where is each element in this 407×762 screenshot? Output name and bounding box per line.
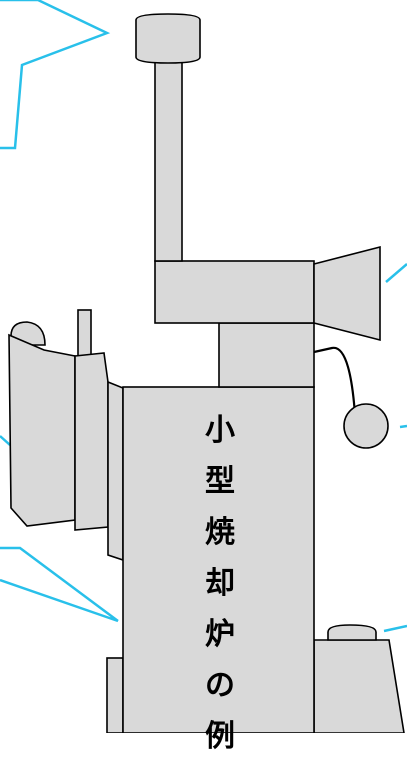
left-lower-callout bbox=[0, 546, 119, 623]
title-char: 炉 bbox=[205, 617, 235, 652]
diagram-title: 小 型 焼 却 炉 の 例 bbox=[198, 405, 242, 762]
round-gauge bbox=[343, 403, 389, 449]
diagram-canvas bbox=[0, 0, 407, 734]
left-middle-callout bbox=[0, 435, 11, 446]
chimney-cap bbox=[135, 13, 201, 64]
top-left-callout bbox=[0, 0, 111, 150]
title-char: 例 bbox=[205, 719, 235, 754]
right-lower-callout bbox=[383, 624, 407, 633]
left-foot bbox=[106, 657, 124, 734]
upper-block bbox=[154, 260, 315, 324]
right-upper-callout bbox=[385, 263, 407, 283]
base-cap bbox=[327, 624, 377, 641]
side-door bbox=[8, 333, 76, 527]
neck-block bbox=[218, 322, 315, 388]
callouts bbox=[0, 0, 407, 633]
door-hinge bbox=[74, 352, 109, 531]
base-unit bbox=[313, 639, 405, 734]
title-char: 小 bbox=[205, 413, 235, 448]
title-char: 焼 bbox=[205, 515, 235, 550]
exhaust-hood bbox=[313, 245, 381, 342]
title-char: の bbox=[205, 668, 235, 703]
chimney-pipe bbox=[154, 60, 183, 262]
title-char: 型 bbox=[205, 464, 235, 499]
right-middle-callout bbox=[399, 424, 407, 429]
door-connector bbox=[107, 380, 124, 562]
title-char: 却 bbox=[205, 566, 235, 601]
main-body bbox=[122, 386, 315, 734]
incinerator bbox=[8, 13, 405, 734]
